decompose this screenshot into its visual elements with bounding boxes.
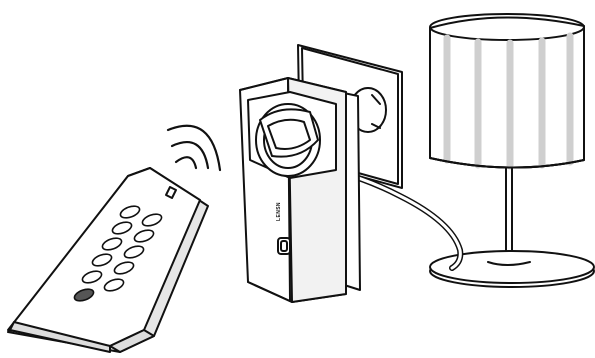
smart-plug-icon xyxy=(240,78,360,302)
table-lamp-icon xyxy=(430,14,594,287)
wireless-signal-icon xyxy=(168,126,220,170)
remote-control-icon xyxy=(8,168,208,352)
plug-brand-label: LENSN xyxy=(276,202,282,221)
